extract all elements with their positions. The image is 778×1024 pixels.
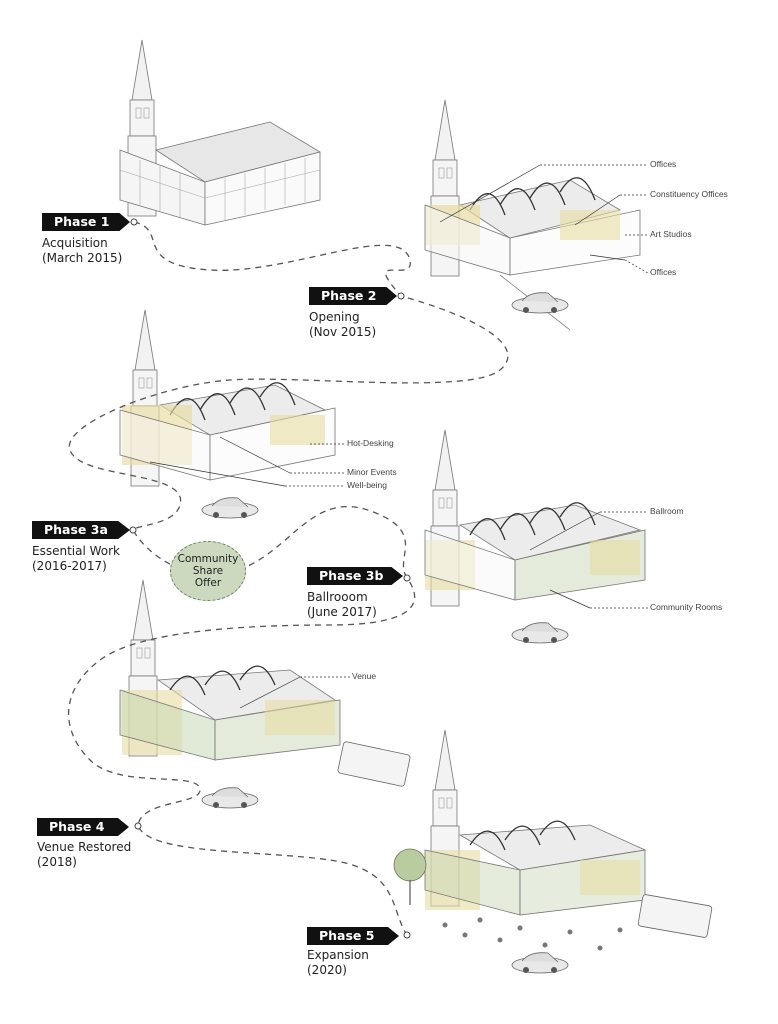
callout-community-rooms: Community Rooms [650, 602, 723, 612]
phase5-building-illustration [393, 729, 713, 974]
phase3b-title: Ballrooom [307, 590, 368, 604]
phase3a-title: Essential Work [32, 544, 121, 558]
phase3b-date: (June 2017) [307, 605, 377, 619]
community-share-offer-bubble: Community Share Offer [170, 541, 246, 601]
phase3b-tag: Phase 3b [307, 567, 403, 585]
callout-ballroom: Ballroom [650, 506, 684, 516]
phase4-date: (2018) [37, 855, 77, 869]
phase2-building-illustration [424, 99, 641, 331]
phase3a-description: Essential Work (2016-2017) [32, 544, 120, 574]
phase2-tag: Phase 2 [309, 287, 397, 305]
callout-art-studios: Art Studios [650, 229, 692, 239]
phase3a-tag: Phase 3a [32, 521, 130, 539]
callout-leader-lines [149, 164, 649, 709]
phase4-title: Venue Restored [37, 840, 132, 854]
phase5-title: Expansion [307, 948, 369, 962]
phase1-tag: Phase 1 [42, 213, 130, 231]
callout-hot-desking: Hot-Desking [347, 438, 394, 448]
phase2-description: Opening (Nov 2015) [309, 310, 376, 340]
phase2-title: Opening [309, 310, 360, 324]
phase3b-building-illustration [424, 429, 646, 644]
community-share-line2: Share [192, 565, 224, 577]
phase1-building-illustration [119, 39, 322, 226]
phase1-date: (March 2015) [42, 251, 123, 265]
phase3b-description: Ballrooom (June 2017) [307, 590, 377, 620]
callout-minor-events: Minor Events [347, 467, 397, 477]
phase5-tag: Phase 5 [307, 927, 399, 945]
phase2-date: (Nov 2015) [309, 325, 377, 339]
callout-constituency-offices: Constituency Offices [650, 189, 728, 199]
callout-offices-upper: Offices [650, 159, 677, 169]
phase3a-building-illustration [119, 309, 336, 519]
phase4-description: Venue Restored (2018) [37, 840, 131, 870]
community-share-line1: Community [177, 553, 239, 565]
callout-venue: Venue [352, 671, 377, 681]
phase5-description: Expansion (2020) [307, 948, 369, 978]
phase5-date: (2020) [307, 963, 347, 977]
callout-well-being: Well-being [347, 480, 388, 490]
phase4-tag: Phase 4 [37, 818, 129, 836]
community-share-line3: Offer [194, 577, 222, 589]
phase1-title: Acquisition [42, 236, 108, 250]
callout-offices-lower: Offices [650, 267, 677, 277]
phase4-building-illustration [119, 579, 411, 809]
phase1-description: Acquisition (March 2015) [42, 236, 122, 266]
phase3a-date: (2016-2017) [32, 559, 107, 573]
